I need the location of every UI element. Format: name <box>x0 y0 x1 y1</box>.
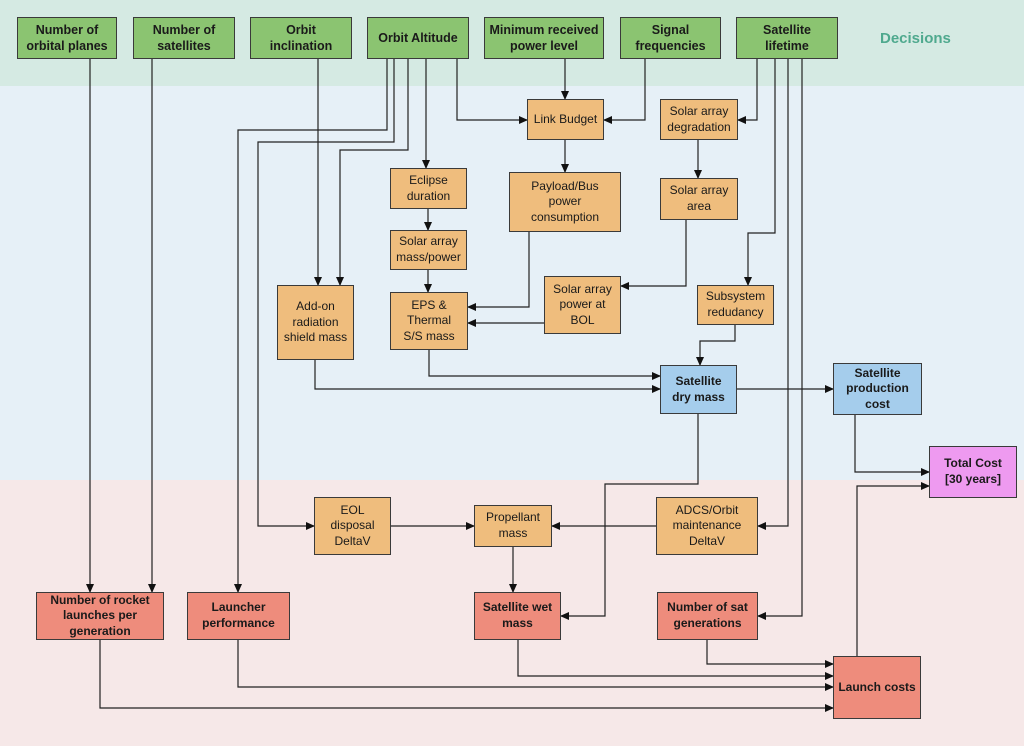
edge-altitude-to-eol <box>257 58 395 530</box>
node-propellant-mass: Propellant mass <box>474 505 552 547</box>
edge-eps-to-drymass <box>428 350 661 380</box>
edge-life-to-redundancy <box>744 58 776 286</box>
node-num-sat-generations: Number of sat generations <box>657 592 758 640</box>
edge-altitude-to-launcher <box>234 58 388 593</box>
node-launcher-performance: Launcher performance <box>187 592 290 640</box>
node-num-orbital-planes: Number of orbital planes <box>17 17 117 59</box>
node-payload-bus-power: Payload/Bus power consumption <box>509 172 621 232</box>
edge-launchcosts-to-total <box>856 482 930 656</box>
edge-life-to-degradation <box>737 58 758 124</box>
node-eclipse-duration: Eclipse duration <box>390 168 467 209</box>
edge-wetmass-to-launchcosts <box>517 640 834 680</box>
node-solar-array-power-bol: Solar array power at BOL <box>544 276 621 334</box>
node-signal-frequencies: Signal frequencies <box>620 17 721 59</box>
node-link-budget: Link Budget <box>527 99 604 140</box>
node-solar-array-mass-power: Solar array mass/power <box>390 230 467 270</box>
node-num-satellites: Number of satellites <box>133 17 235 59</box>
edge-freq-to-linkbudget <box>603 58 646 124</box>
node-radiation-shield-mass: Add-on radiation shield mass <box>277 285 354 360</box>
node-satellite-lifetime: Satellite lifetime <box>736 17 838 59</box>
node-launch-costs: Launch costs <box>833 656 921 719</box>
node-solar-array-area: Solar array area <box>660 178 738 220</box>
node-orbit-altitude: Orbit Altitude <box>367 17 469 59</box>
node-rocket-launches-per-generation: Number of rocket launches per generation <box>36 592 164 640</box>
edge-drymass-to-wetmass <box>560 414 699 620</box>
edge-generations-to-launchcosts <box>706 640 834 668</box>
edge-launcher-to-launchcosts <box>237 640 834 691</box>
edge-radiation-to-drymass <box>314 360 661 393</box>
edge-payload-to-eps <box>467 232 530 311</box>
node-solar-array-degradation: Solar array degradation <box>660 99 738 140</box>
edge-life-to-generations <box>757 58 803 620</box>
node-satellite-wet-mass: Satellite wet mass <box>474 592 561 640</box>
node-orbit-inclination: Orbit inclination <box>250 17 352 59</box>
edge-launches-to-launchcosts <box>99 640 834 712</box>
node-adcs-orbit-deltav: ADCS/Orbit maintenance DeltaV <box>656 497 758 555</box>
node-eps-thermal-mass: EPS & Thermal S/S mass <box>390 292 468 350</box>
node-satellite-dry-mass: Satellite dry mass <box>660 365 737 414</box>
edge-altitude-to-linkbudget <box>456 58 528 124</box>
edge-area-to-bol <box>620 220 687 290</box>
node-min-received-power: Minimum received power level <box>484 17 604 59</box>
edge-life-to-adcs <box>757 58 789 530</box>
node-satellite-production-cost: Satellite production cost <box>833 363 922 415</box>
node-total-cost: Total Cost [30 years] <box>929 446 1017 498</box>
decisions-band-label: Decisions <box>880 30 951 47</box>
node-eol-disposal-deltav: EOL disposal DeltaV <box>314 497 391 555</box>
edge-redundancy-to-drymass <box>696 325 736 366</box>
node-subsystem-redundancy: Subsystem redudancy <box>697 285 774 325</box>
edge-prodcost-to-total <box>854 415 930 476</box>
edge-altitude-to-radiation <box>336 58 409 286</box>
